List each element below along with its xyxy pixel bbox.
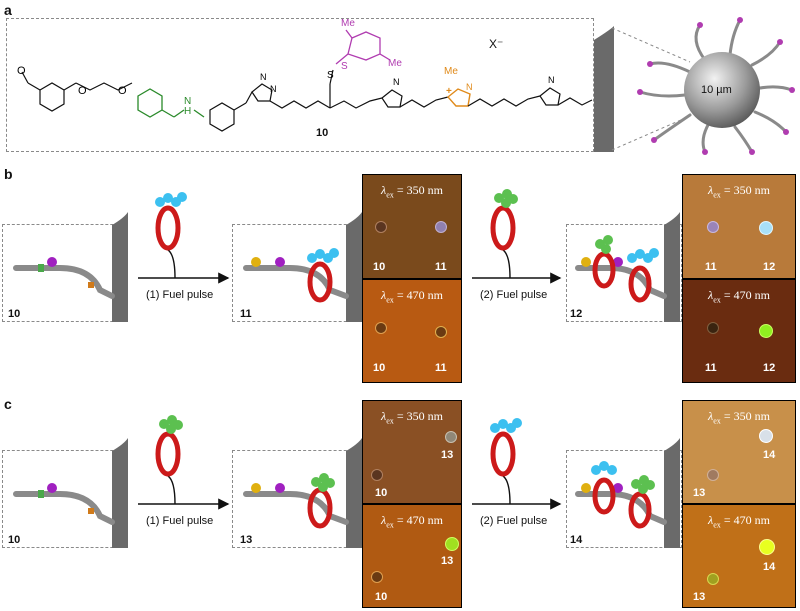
bead-13 [445,537,459,551]
bead-13 [445,431,457,443]
bead-11 [435,326,447,338]
me-triazolium: Me [444,66,458,77]
nh-label: N [184,96,191,107]
svg-text:N: N [548,75,555,85]
sulfur-label: S [327,70,334,81]
c-micro2-470: λex = 470 nm 13 14 [682,504,796,608]
triazole-1 [251,83,383,109]
b-fuel-2: (2) Fuel pulse [480,289,548,301]
panel-label-b: b [4,166,13,182]
triazole-2 [381,89,449,108]
c-micro2-350-left: 13 [693,487,706,499]
svg-text:N: N [260,72,267,82]
bead-11 [435,221,447,233]
bead-11 [707,322,719,334]
c-micro2-350: λex = 350 nm 13 14 [682,400,796,504]
b-mid-label: 11 [240,308,252,320]
c-end-frame [566,450,682,548]
b-micro2-350: λex = 350 nm 11 12 [682,174,796,279]
magenta-arm [335,29,391,65]
aldehyde-o: O [17,65,26,77]
svg-text:N: N [270,84,277,94]
c-micro2-470-left: 13 [693,591,706,603]
bead-12 [759,221,773,235]
bead-11 [707,221,719,233]
b-stopper-green [494,189,518,208]
thread-tips [637,17,795,155]
bead-12 [759,324,773,338]
green-linker [137,88,205,118]
svg-text:N: N [393,77,400,87]
b-fuel-1: (1) Fuel pulse [146,289,214,301]
b-micro1-350: λex = 350 nm 10 11 [362,174,462,279]
c-micro1-350-right: 13 [441,449,454,461]
bead-10 [371,469,383,481]
b-micro2-470: λex = 470 nm 11 12 [682,279,796,383]
svg-text:S: S [341,61,348,72]
ether-o1: O [78,85,87,97]
panel-a-frame [6,18,594,152]
panel-label-a: a [4,2,12,18]
b-micro2-470-right: 12 [763,362,776,374]
bead-10 [375,322,387,334]
c-start-label: 10 [8,534,21,546]
counterion: X⁻ [489,37,504,51]
c-fuel-1: (1) Fuel pulse [146,515,214,527]
bead-14 [759,539,775,555]
b-micro1-470: λex = 470 nm 10 11 [362,279,462,383]
c-micro1-470-right: 13 [441,555,454,567]
aldehyde-ring [21,71,133,112]
panel-label-c: c [4,396,12,412]
b-micro1-350-left: 10 [373,261,386,273]
me-top-2: Me [388,58,402,69]
b-start-label: 10 [8,308,21,320]
b-stopper-blue-1 [155,192,187,207]
bead-13 [707,469,719,481]
b-micro1-470-right: 11 [435,362,447,374]
b-micro1-470-left: 10 [373,362,386,374]
orange-triazolium [446,88,471,107]
b-micro2-350-left: 11 [705,261,717,273]
b-micro2-470-left: 11 [705,362,717,374]
b-end-frame [566,224,682,322]
c-micro2-470-right: 14 [763,561,776,573]
ether-o2: O [118,85,127,97]
c-micro2-350-right: 14 [763,449,776,461]
b-end-label: 12 [570,308,583,320]
surface-wall [594,26,614,152]
c-micro1-470-left: 10 [375,591,388,603]
c-end-label: 14 [570,534,583,546]
c-fuel-2: (2) Fuel pulse [480,515,548,527]
bead-sphere [684,52,760,128]
svg-text:H: H [184,106,191,117]
b-macrocycle-1 [155,205,181,251]
c-micro1-350: λex = 350 nm 10 13 [362,400,462,504]
b-micro1-350-right: 11 [435,261,447,273]
svg-text:+: + [446,86,452,97]
c-mid-label: 13 [240,534,253,546]
bead-size-label: 10 µm [701,84,732,96]
svg-text:N: N [466,82,473,92]
compound-label-a: 10 [316,127,329,139]
me-top-1: Me [341,18,355,29]
bead-10 [375,221,387,233]
c-micro1-470: λex = 470 nm 10 13 [362,504,462,608]
bead-14 [759,429,773,443]
bead-10 [371,571,383,583]
b-micro2-350-right: 12 [763,261,776,273]
c-micro1-350-left: 10 [375,487,388,499]
bead-13 [707,573,719,585]
